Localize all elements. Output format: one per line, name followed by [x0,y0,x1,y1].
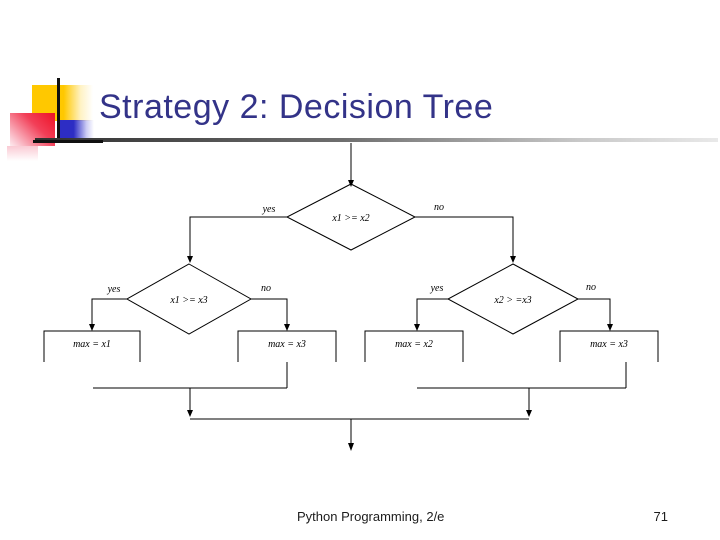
diamond-decision3 [446,263,580,335]
arrowhead-d1-yes [187,256,193,263]
arrowhead-d1-no [510,256,516,263]
box-outcome-3 [364,330,464,362]
page-number: 71 [653,509,668,524]
diamond-decision1 [285,183,417,251]
arrowhead-d2-yes [89,324,95,331]
decision2-label: x1 >= x3 [169,295,207,306]
connector-d1-yes [189,216,287,256]
decision2-no-label: no [261,283,271,294]
arrowhead-right-merge [526,410,532,417]
connector-d3-no [578,298,611,324]
arrowhead-d2-no [284,324,290,331]
decoration-vertical-line [57,78,60,143]
diamond-decision2 [125,263,253,335]
outcome1-label: max = x1 [73,339,111,350]
decoration-blue-square [57,120,94,142]
outcome4-label: max = x3 [590,339,628,350]
outcome2-label: max = x3 [268,339,306,350]
slide-title: Strategy 2: Decision Tree [99,88,494,126]
arrowhead-d3-no [607,324,613,331]
connector-d2-no [251,298,288,324]
decoration-horizontal-line [33,140,103,143]
title-divider-rule [35,138,718,142]
decision3-label: x2 > =x3 [493,295,531,306]
decoration-pink-square [7,146,38,161]
decision1-yes-label: yes [262,204,276,215]
decision2-yes-label: yes [107,284,121,295]
arrowhead-left-merge [187,410,193,417]
footer-text: Python Programming, 2/e [297,509,445,524]
connector-d2-yes [91,298,127,324]
connector-d3-yes [416,298,448,324]
connector-d1-no [415,216,514,256]
arrowhead-final [348,443,354,451]
decision3-no-label: no [586,282,596,293]
arrowhead-d3-yes [414,324,420,331]
outcome3-label: max = x2 [395,339,433,350]
decision1-no-label: no [434,202,444,213]
box-outcome-4 [559,330,659,362]
box-outcome-1 [43,330,141,362]
box-outcome-2 [237,330,337,362]
decision3-yes-label: yes [430,283,444,294]
decision1-label: x1 >= x2 [331,213,369,224]
